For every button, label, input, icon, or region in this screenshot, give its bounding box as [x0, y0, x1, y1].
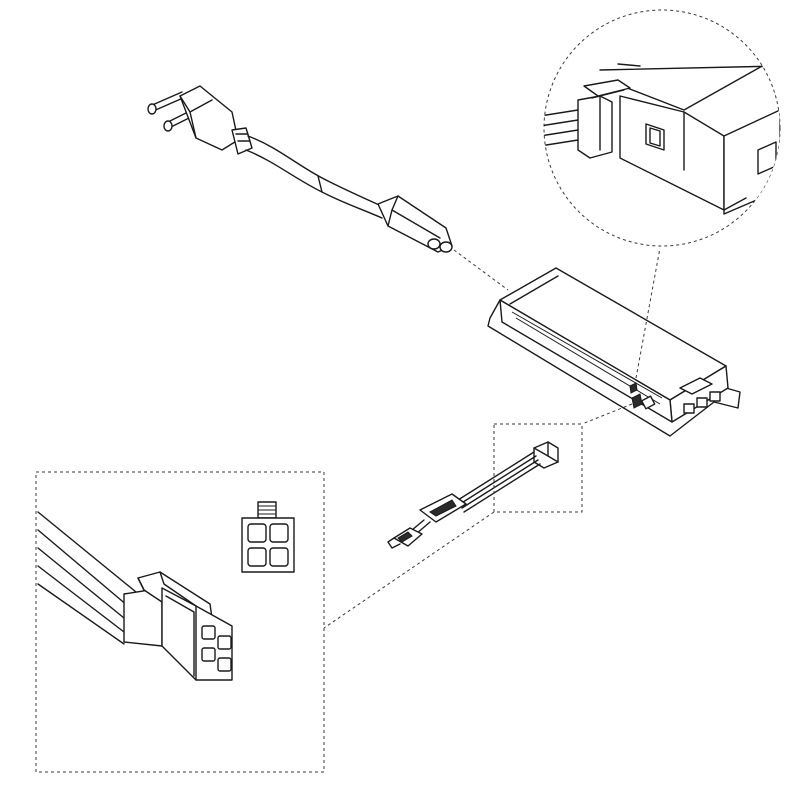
guide-line-circle	[635, 247, 661, 379]
zoom-psu-port-callout	[543, 9, 781, 247]
zoom-4pin-connector-callout	[35, 471, 325, 773]
power-supply-unit	[487, 267, 741, 437]
guide-line-output	[581, 403, 633, 425]
zoom-source-box	[493, 423, 583, 513]
output-cable	[387, 441, 559, 549]
guide-line-plug	[453, 249, 509, 291]
mains-plug-cable	[147, 85, 453, 253]
guide-line-zoom	[323, 511, 495, 629]
4pin-front-view-icon	[241, 501, 295, 573]
